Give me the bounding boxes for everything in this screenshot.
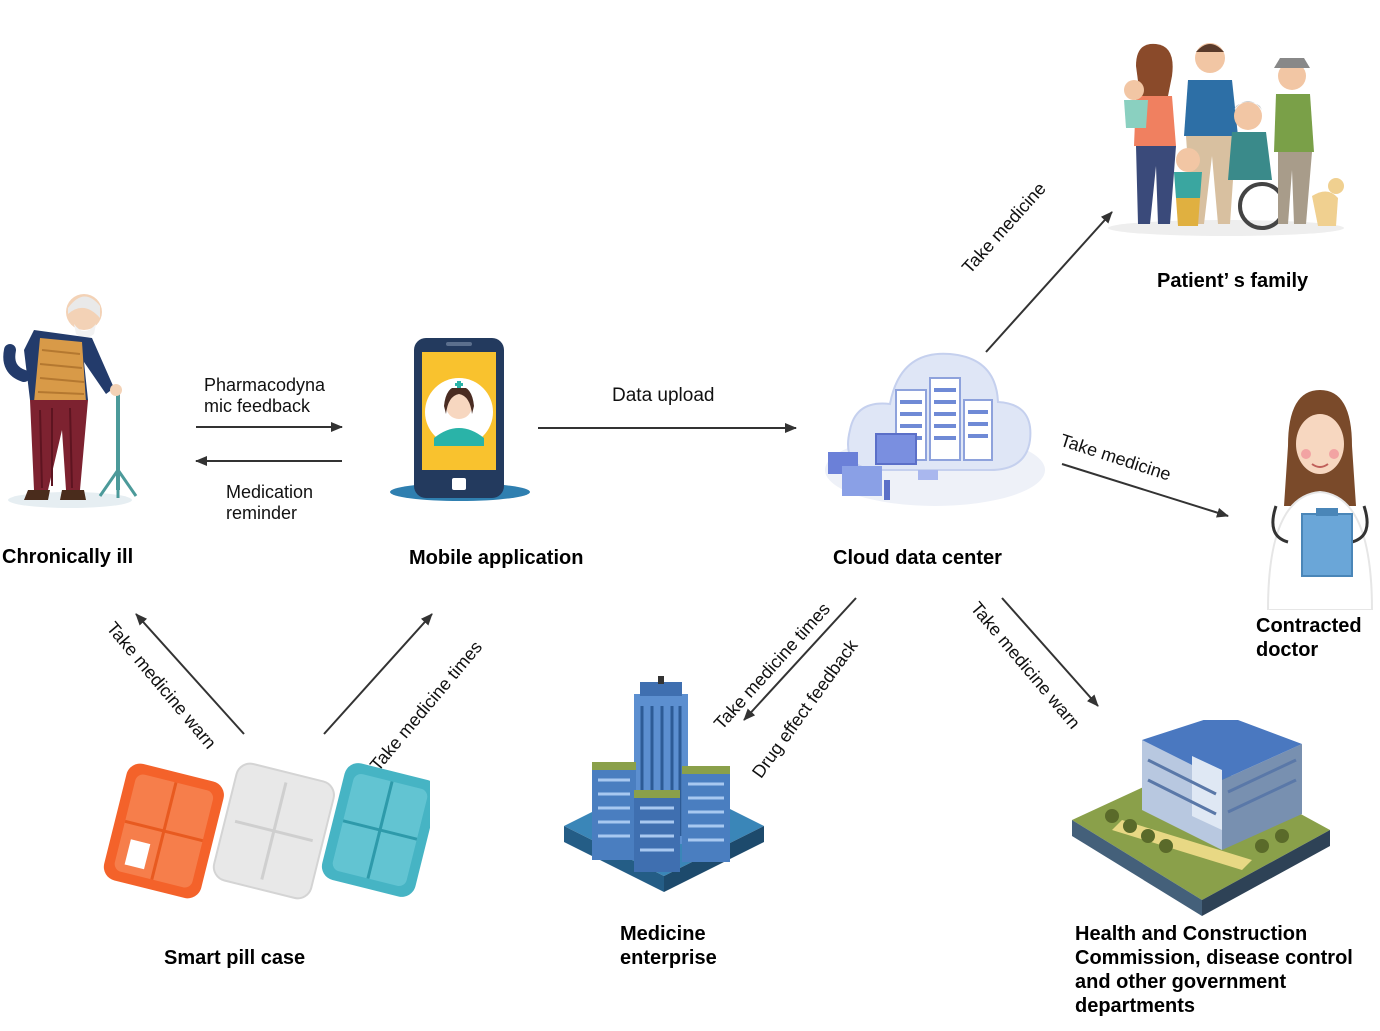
arrow-cloud-to-enterprise [743, 597, 857, 721]
medicine-enterprise-buildings-illustration [564, 676, 764, 892]
smart-pill-case-illustration [103, 762, 430, 900]
doctor-illustration [1266, 390, 1374, 610]
label-cloud-data-center: Cloud data center [833, 547, 1002, 569]
elderly-man-illustration [3, 294, 138, 508]
arrow-cloud-to-gov [1001, 597, 1099, 707]
pharma-line2: mic feedback [204, 396, 311, 416]
family-illustration [1108, 43, 1344, 236]
arrow-cloud-to-doctor [1061, 463, 1229, 518]
government-building-illustration [1072, 720, 1330, 916]
arrow-cloud-to-family [985, 211, 1113, 353]
pill-case-white [212, 762, 335, 900]
pill-case-teal [321, 763, 430, 897]
edge-label-medication-reminder: Medication reminder [226, 482, 313, 524]
reminder-line2: reminder [226, 503, 298, 523]
arrow-pill-to-app [323, 613, 433, 735]
label-smart-pill-case: Smart pill case [164, 947, 306, 969]
reminder-line1: Medication [226, 482, 314, 502]
label-chronically-ill: Chronically ill [2, 546, 134, 568]
doctor-line2: doctor [1256, 639, 1319, 661]
label-government-departments: Health and Construction Commission, dise… [1075, 922, 1353, 1018]
label-patients-family: Patient’ s family [1157, 270, 1309, 292]
enterprise-line1: Medicine [620, 923, 706, 945]
gov-line1: Health and Construction [1075, 923, 1308, 945]
doctor-line1: Contracted [1256, 615, 1362, 637]
label-mobile-application: Mobile application [409, 547, 584, 569]
gov-line3: and other government [1075, 971, 1287, 993]
gov-line4: departments [1075, 995, 1196, 1017]
label-medicine-enterprise: Medicine enterprise [620, 922, 717, 970]
label-contracted-doctor: Contracted doctor [1256, 614, 1362, 662]
cloud-data-center-illustration [825, 352, 1045, 506]
edge-label-pharmacodynamic-feedback: Pharmacodyna mic feedback [204, 375, 325, 417]
arrow-pill-to-ill [135, 613, 245, 735]
pill-case-orange [103, 763, 224, 899]
enterprise-line2: enterprise [620, 947, 717, 969]
edge-label-data-upload: Data upload [612, 385, 715, 406]
gov-line2: Commission, disease control [1075, 947, 1353, 969]
mobile-phone-illustration [390, 338, 530, 501]
pharma-line1: Pharmacodyna [204, 375, 326, 395]
